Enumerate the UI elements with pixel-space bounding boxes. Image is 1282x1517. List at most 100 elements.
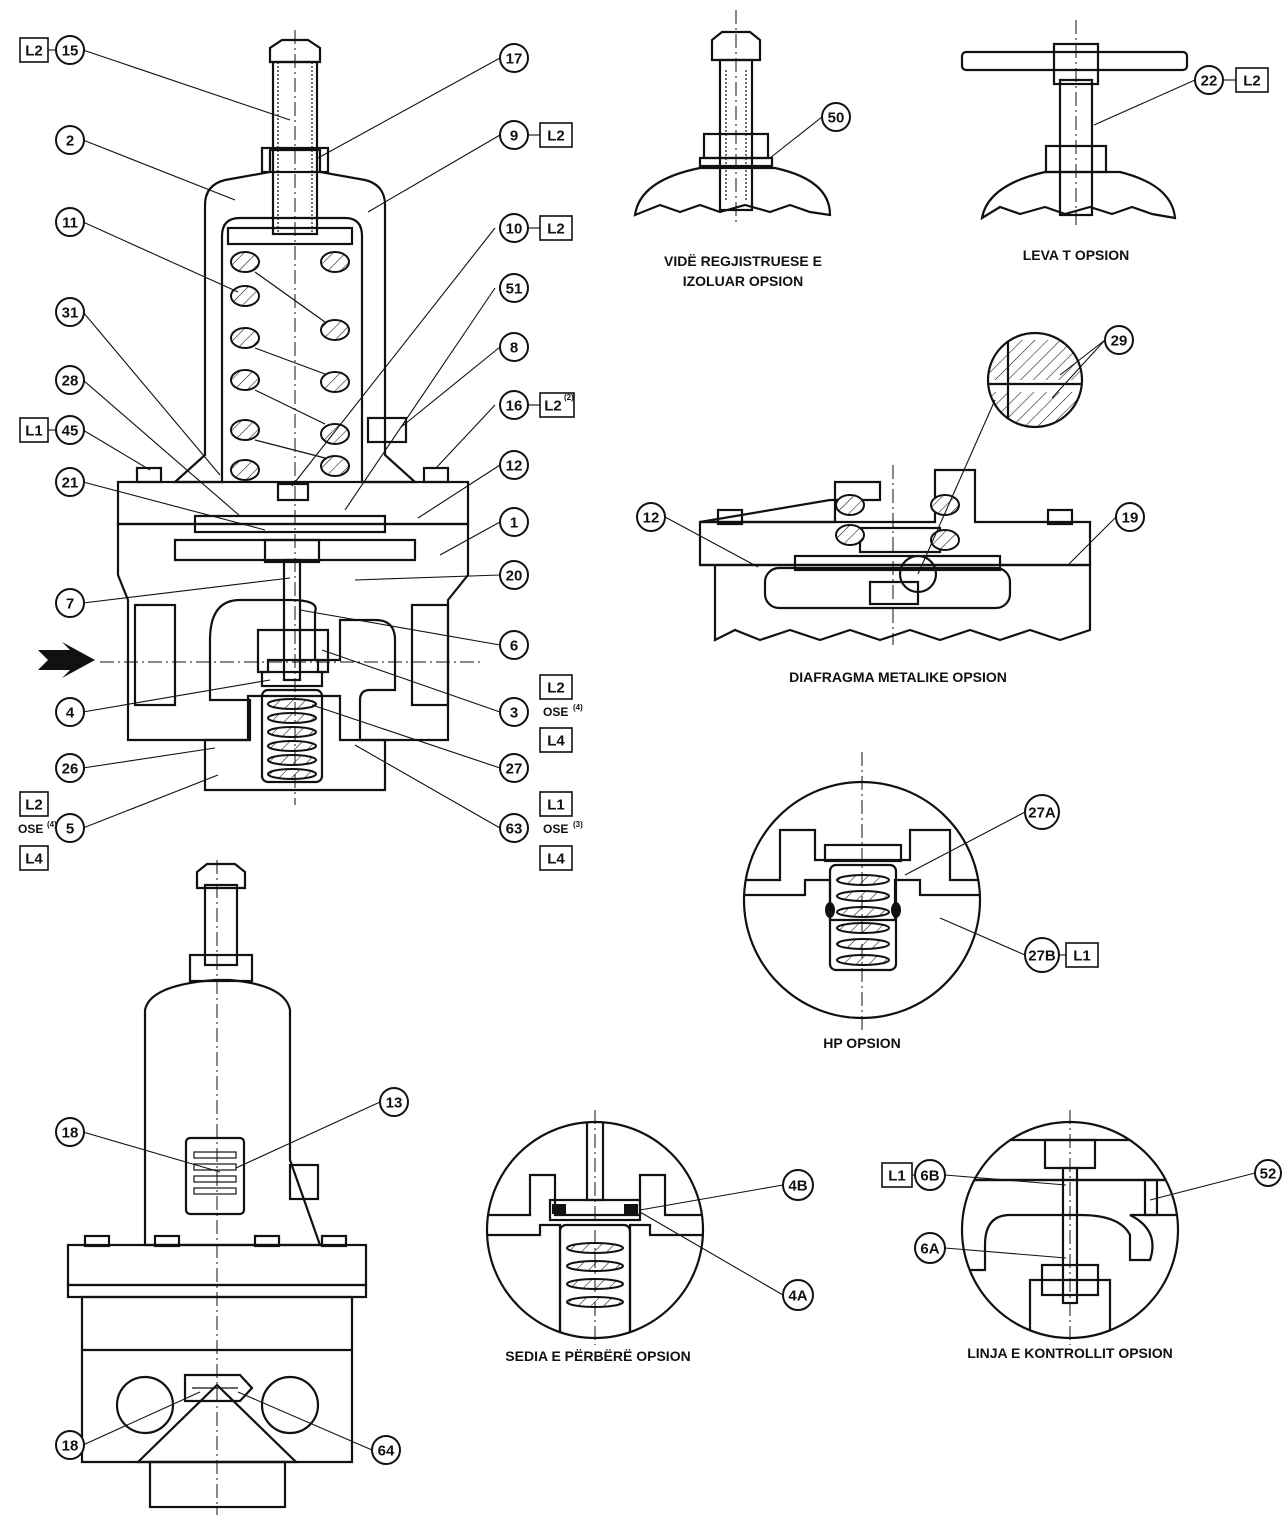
metal-diaphragm-caption: DIAFRAGMA METALIKE OPSION (789, 669, 1007, 685)
svg-text:19: 19 (1122, 510, 1139, 527)
svg-text:51: 51 (506, 281, 523, 298)
or-5: OSE (18, 822, 43, 836)
flow-direction-tag (183, 1373, 254, 1403)
svg-text:L2: L2 (544, 398, 562, 415)
seat-ring (256, 628, 330, 674)
callout-31: 31 (55, 297, 85, 327)
callout-19: 19 (1115, 502, 1145, 532)
valve-plug (260, 670, 324, 688)
svg-text:7: 7 (66, 596, 74, 613)
svg-text:6: 6 (510, 638, 518, 655)
callout-45: 45 (55, 415, 85, 445)
callout-9: 9 (499, 120, 529, 150)
callout-6: 6 (499, 630, 529, 660)
composite-seat-option: SEDIA E PËRBËRË OPSION (485, 1110, 705, 1364)
bonnet-flange (116, 480, 470, 526)
svg-text:13: 13 (386, 1095, 403, 1112)
control-line-option: LINJA E KONTROLLIT OPSION (960, 1110, 1180, 1361)
callout-4a: 4A (782, 1279, 814, 1311)
svg-text:6A: 6A (920, 1241, 939, 1258)
callout-16: 16 (499, 390, 529, 420)
callout-21: 21 (55, 467, 85, 497)
diaphragm-nut (276, 482, 310, 502)
hp-caption: HP OPSION (823, 1035, 901, 1051)
level-box-10: L2 (528, 215, 573, 241)
svg-text:L2: L2 (25, 43, 43, 60)
callout-1: 1 (499, 507, 529, 537)
svg-text:50: 50 (828, 110, 845, 127)
callout-27: 27 (499, 753, 529, 783)
level-box-5-bottom: L4 (19, 845, 49, 871)
callout-4: 4 (55, 697, 85, 727)
callout-20: 20 (499, 560, 529, 590)
callout-18a: 18 (55, 1117, 85, 1147)
t-handle-option: LEVA T OPSION (960, 20, 1189, 263)
svg-text:18: 18 (62, 1438, 79, 1455)
insulated-caption-1: VIDË REGJISTRUESE E (664, 253, 822, 269)
svg-text:26: 26 (62, 761, 79, 778)
or-63: OSE (543, 822, 568, 836)
bonnet (172, 148, 418, 484)
svg-text:12: 12 (506, 458, 523, 475)
level-box-3-top: L2 (539, 674, 573, 700)
level-box-45: L1 (19, 417, 56, 443)
callout-12b: 12 (636, 502, 666, 532)
or-3: OSE (543, 705, 568, 719)
flow-arrow (38, 642, 95, 678)
svg-text:10: 10 (506, 221, 523, 238)
callout-18b: 18 (55, 1430, 85, 1460)
valve-body (116, 522, 470, 742)
svg-text:4B: 4B (788, 1178, 807, 1195)
callout-64: 64 (371, 1435, 401, 1465)
svg-text:20: 20 (506, 568, 523, 585)
footnote-3: (4) (573, 703, 583, 712)
footnote-63: (3) (573, 820, 583, 829)
bottom-cap (203, 694, 387, 792)
svg-text:15: 15 (62, 43, 79, 60)
level-box-5-top: L2 (19, 791, 49, 817)
svg-text:5: 5 (66, 821, 74, 838)
hp-option: HP OPSION (742, 752, 982, 1051)
callout-6b: 6B (914, 1159, 946, 1191)
svg-text:22: 22 (1201, 73, 1218, 90)
svg-text:63: 63 (506, 821, 523, 838)
callout-51: 51 (499, 273, 529, 303)
insulated-caption-2: IZOLUAR OPSION (683, 273, 804, 289)
level-box-16: L2 (528, 392, 575, 418)
callout-7: 7 (55, 588, 85, 618)
callout-12: 12 (499, 450, 529, 480)
callout-26: 26 (55, 753, 85, 783)
level-box-15: L2 (19, 37, 56, 63)
svg-text:17: 17 (506, 51, 523, 68)
svg-text:11: 11 (62, 215, 78, 232)
stem-nut (263, 538, 321, 564)
svg-text:16: 16 (506, 398, 523, 415)
svg-text:L1: L1 (1073, 948, 1091, 965)
svg-text:L1: L1 (25, 423, 43, 440)
svg-text:L2: L2 (25, 797, 43, 814)
level-box-63-top: L1 (539, 791, 573, 817)
svg-text:L4: L4 (25, 851, 43, 868)
svg-text:21: 21 (62, 475, 79, 492)
svg-text:L4: L4 (547, 851, 565, 868)
range-spring (230, 251, 350, 481)
svg-text:45: 45 (62, 423, 79, 440)
level-box-3-bottom: L4 (539, 727, 573, 753)
svg-text:L4: L4 (547, 733, 565, 750)
callout-10: 10 (499, 213, 529, 243)
svg-text:1: 1 (510, 515, 518, 532)
main-section-view (38, 30, 480, 805)
vent-plug (366, 416, 408, 444)
insulated-screw-option: VIDË REGJISTRUESE E IZOLUAR OPSION (633, 10, 832, 289)
callout-28: 28 (55, 365, 85, 395)
svg-text:L2: L2 (1243, 73, 1261, 90)
svg-text:12: 12 (643, 510, 660, 527)
svg-text:L2: L2 (547, 680, 565, 697)
valve-stem (282, 558, 302, 682)
svg-text:4: 4 (66, 705, 75, 722)
callout-6a: 6A (914, 1232, 946, 1264)
svg-text:27A: 27A (1028, 805, 1056, 822)
callout-27b: 27B (1024, 937, 1060, 973)
callout-15: 15 (55, 35, 85, 65)
